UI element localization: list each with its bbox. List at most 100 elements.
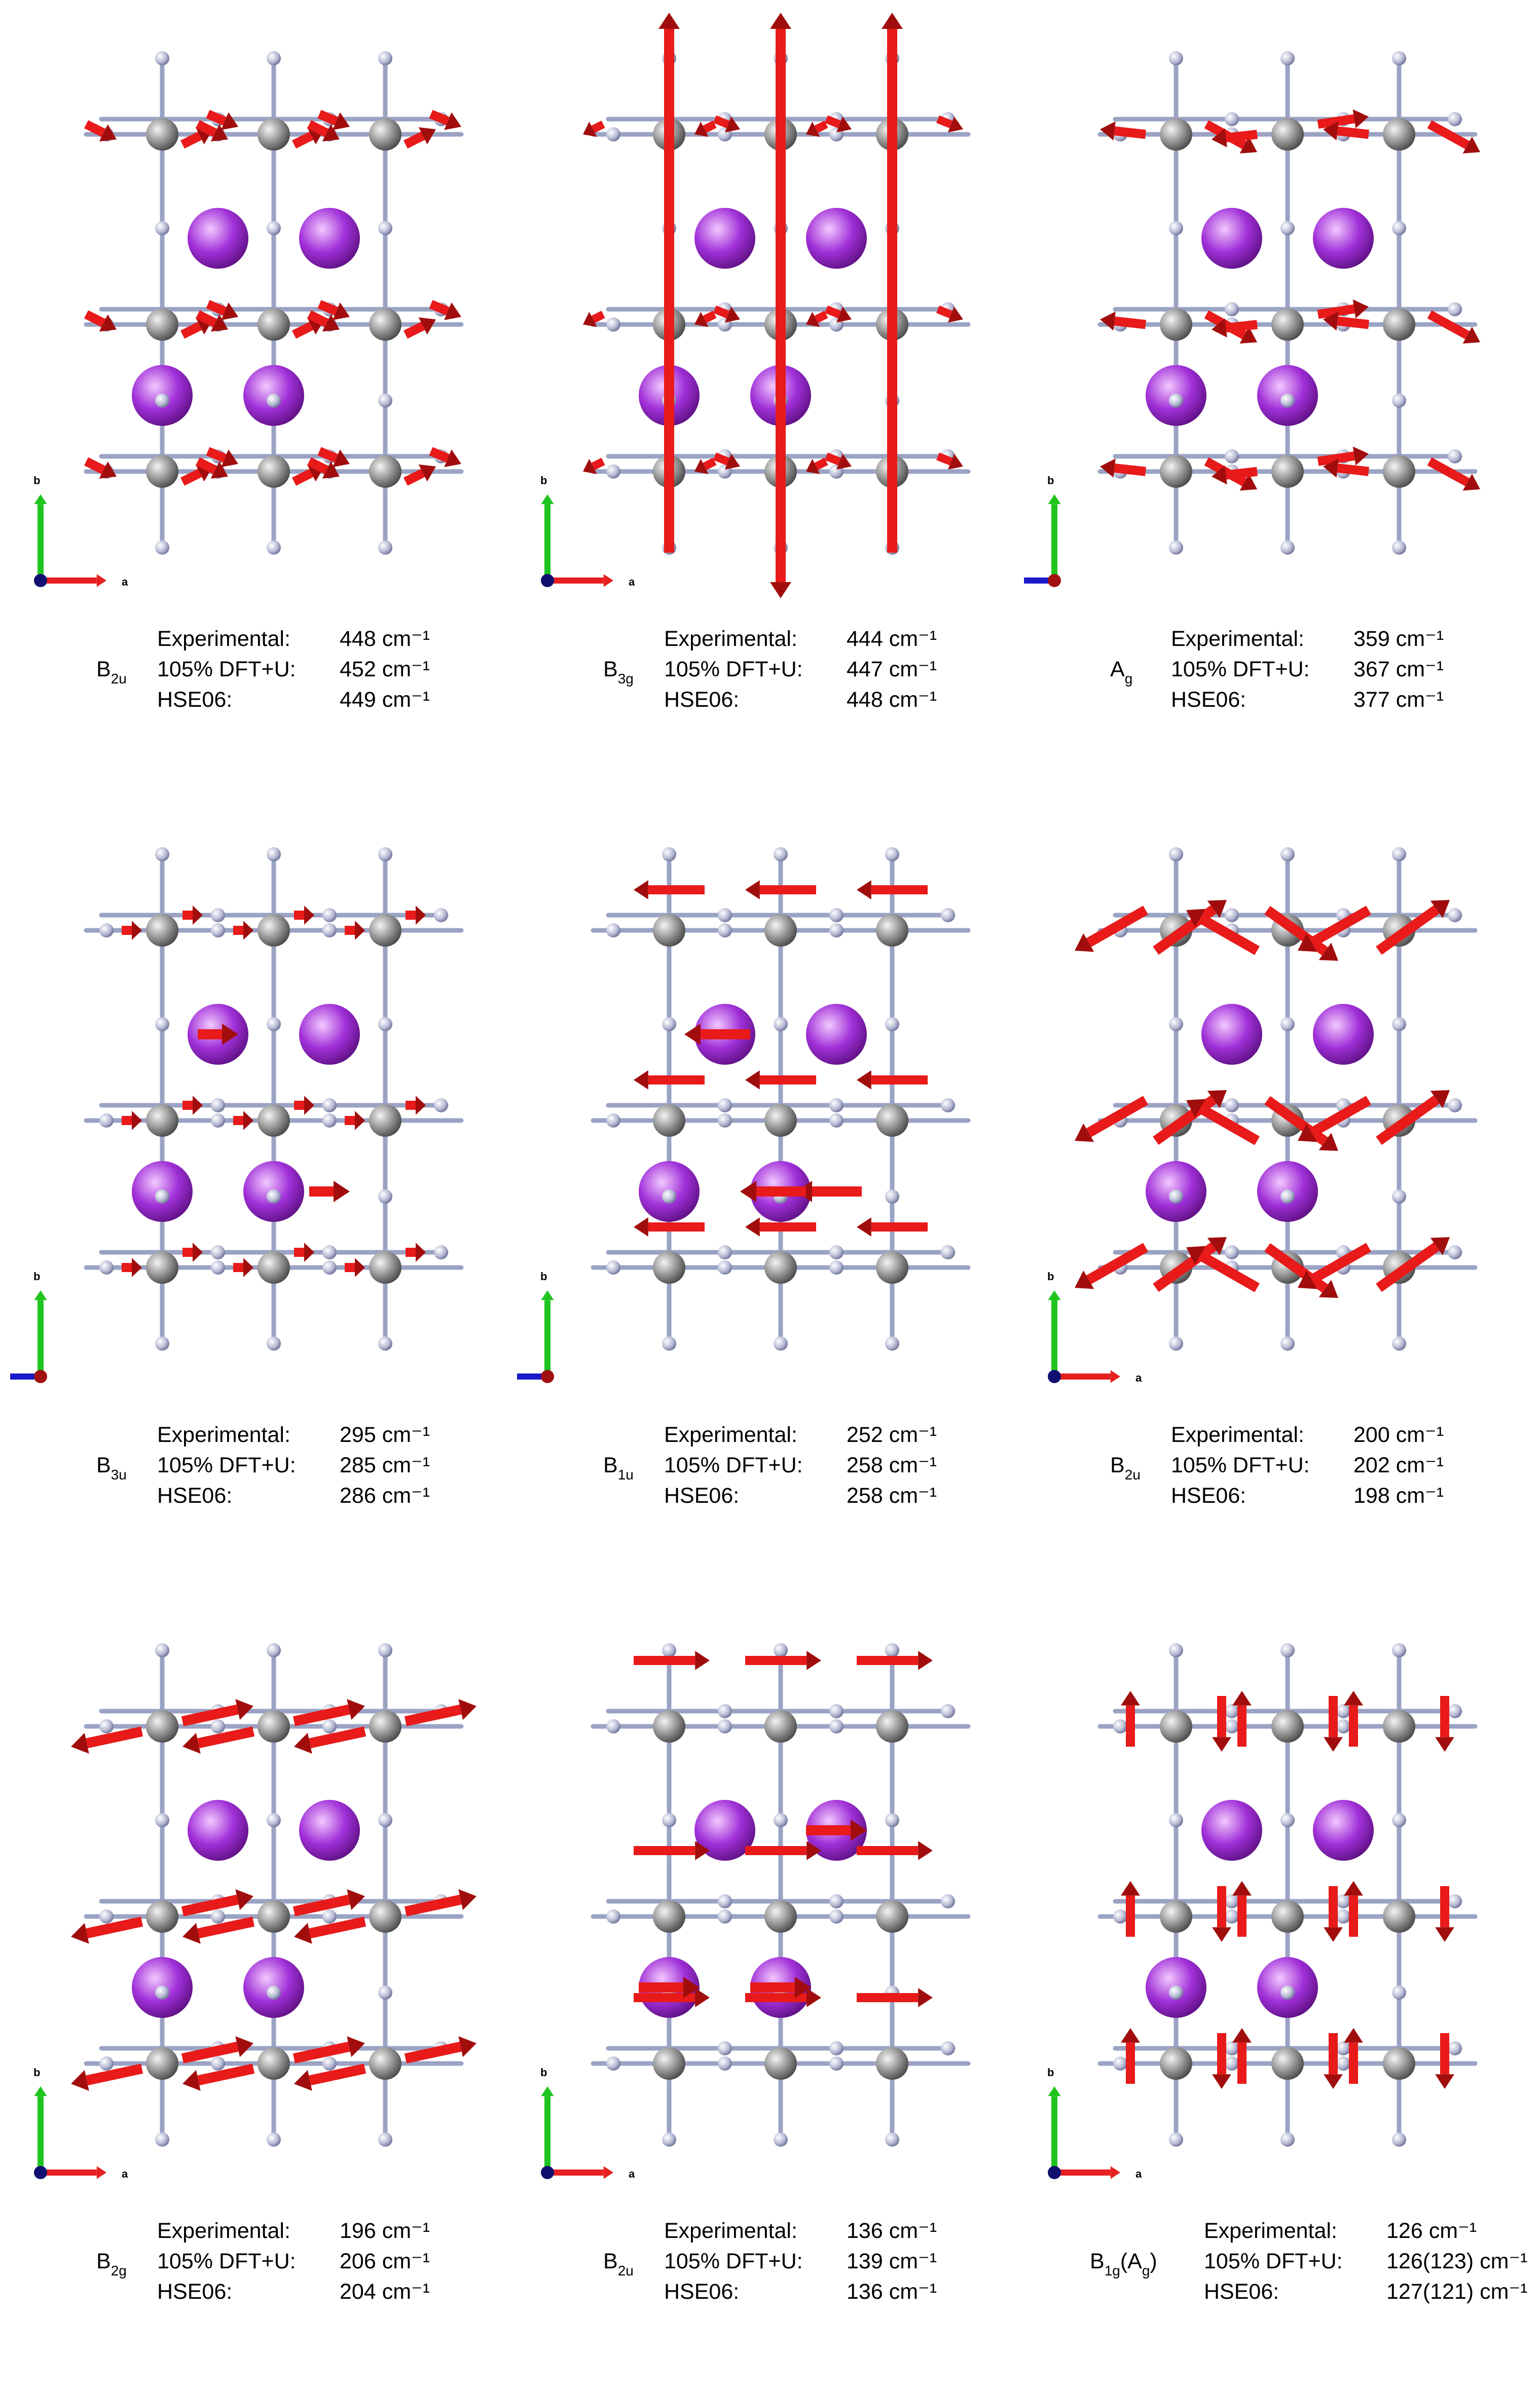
axis-origin	[34, 574, 47, 587]
displacement-arrow	[404, 2041, 462, 2064]
displacement-arrow	[814, 120, 828, 133]
o-atom	[1225, 1704, 1239, 1718]
ti-atom	[369, 118, 401, 151]
method-label: Experimental:	[664, 1423, 797, 1447]
displacement-arrow	[591, 457, 605, 471]
o-atom	[1392, 1813, 1406, 1827]
frequency-row-dft: 105% DFT+U:206 cm⁻¹	[157, 2246, 502, 2276]
arrow-head	[333, 302, 350, 320]
frequency-row-exp: Experimental:200 cm⁻¹	[1171, 1420, 1516, 1450]
method-label: HSE06:	[1204, 2280, 1279, 2304]
displacement-arrow	[291, 468, 314, 486]
cation-atom	[1313, 1800, 1374, 1861]
arrow-head	[1048, 1290, 1061, 1300]
arrow-head	[1430, 1090, 1450, 1108]
arrow-head	[322, 124, 340, 142]
mode-subscript: g	[1124, 671, 1133, 686]
displacement-arrow	[825, 452, 841, 465]
o-atom	[99, 923, 114, 937]
o-atom	[885, 1189, 899, 1204]
displacement-arrow	[291, 321, 314, 339]
o-atom	[941, 1245, 955, 1259]
ti-atom	[764, 1900, 797, 1933]
o-atom	[155, 1336, 169, 1351]
arrow-head	[34, 494, 47, 504]
arrow-head	[684, 1024, 701, 1045]
mode-suffix-end: )	[1150, 2249, 1157, 2273]
ti-atom	[1160, 455, 1192, 488]
o-atom	[267, 1643, 281, 1657]
arrow-head	[1239, 136, 1257, 154]
displacement-arrow	[1427, 120, 1470, 150]
o-atom	[606, 1909, 620, 1924]
arrow-head	[1048, 2086, 1061, 2096]
o-atom	[378, 51, 392, 65]
arrow-head	[1075, 1270, 1094, 1289]
ti-atom	[369, 1104, 401, 1137]
arrow-head	[724, 306, 740, 323]
displacement-arrow	[814, 310, 828, 323]
ti-atom	[258, 914, 290, 947]
o-atom	[1225, 1245, 1239, 1259]
method-label: Experimental:	[664, 627, 797, 651]
method-label: Experimental:	[157, 2219, 290, 2243]
o-atom	[322, 908, 337, 922]
arrow-head	[221, 112, 238, 130]
o-atom	[1392, 540, 1406, 555]
arrow-head	[416, 1243, 426, 1262]
o-atom	[378, 847, 392, 861]
o-atom	[434, 908, 448, 922]
o-atom	[829, 1260, 844, 1275]
method-label: 105% DFT+U:	[664, 657, 803, 681]
o-atom	[322, 2056, 337, 2071]
method-label: Experimental:	[1171, 627, 1304, 651]
o-atom	[1225, 2056, 1239, 2071]
arrow-head	[1212, 1927, 1231, 1942]
ti-atom	[369, 455, 401, 488]
o-atom	[155, 847, 169, 861]
arrow-head	[1207, 900, 1227, 918]
ti-atom	[1383, 455, 1415, 488]
arrow-head	[882, 13, 903, 29]
arrow-head	[1324, 1737, 1343, 1752]
arrow-head	[541, 2086, 554, 2096]
o-atom	[378, 1017, 392, 1031]
o-atom	[606, 923, 620, 937]
arrow-head	[851, 1820, 867, 1841]
displacement-arrow	[180, 131, 202, 149]
displacement-arrow	[429, 110, 450, 126]
displacement-arrow	[429, 300, 450, 316]
frequency-row-dft: 105% DFT+U:367 cm⁻¹	[1171, 654, 1516, 684]
o-atom	[1280, 1985, 1295, 2000]
crystal-structure: ba	[1047, 1643, 1478, 2180]
arrow-head	[182, 1923, 201, 1944]
arrow-head	[243, 1111, 253, 1130]
axis-label-b: b	[33, 1270, 40, 1283]
o-atom	[1169, 1813, 1183, 1827]
o-atom	[378, 1643, 392, 1657]
o-atom	[434, 1245, 448, 1259]
arrow-head	[1298, 1270, 1317, 1289]
o-atom	[322, 1245, 337, 1259]
arrow-head	[1232, 1691, 1252, 1706]
ti-atom	[1160, 1900, 1192, 1933]
o-atom	[267, 540, 281, 555]
o-atom	[718, 1113, 732, 1128]
o-atom	[885, 847, 899, 861]
displacement-arrow	[195, 457, 217, 475]
ti-atom	[876, 2047, 908, 2080]
o-atom	[1392, 1336, 1406, 1351]
o-atom	[829, 1909, 844, 1924]
arrow-head	[1100, 121, 1116, 140]
o-atom	[1280, 1017, 1295, 1031]
arrow-head	[71, 1732, 89, 1754]
mode-subscript: 1g	[1104, 2263, 1120, 2278]
method-label: Experimental:	[157, 627, 290, 651]
o-atom	[155, 51, 169, 65]
ti-atom	[764, 2047, 797, 2080]
displacement-arrow	[86, 1916, 143, 1939]
arrow-head	[806, 121, 820, 137]
axis-label-a: a	[629, 2167, 635, 2180]
mode-symbol: B3g	[603, 654, 634, 694]
